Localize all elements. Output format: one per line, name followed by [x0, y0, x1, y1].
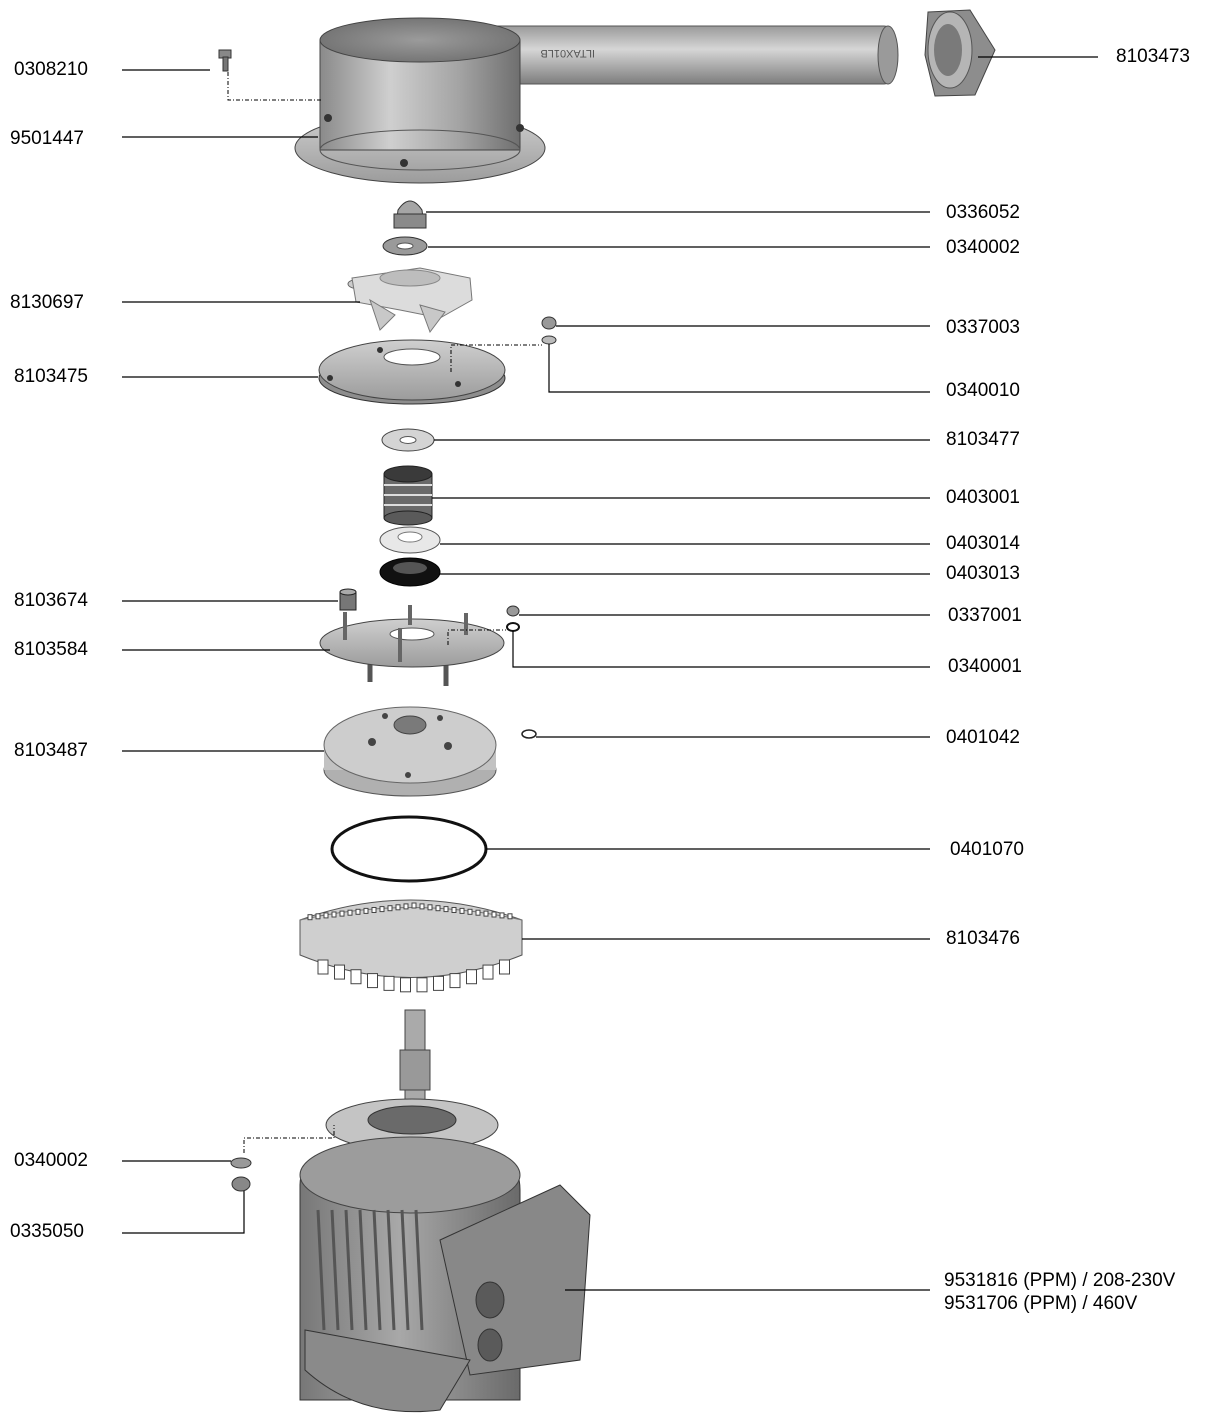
label-9501447: 9501447 [10, 128, 84, 149]
dashed-guides [227, 72, 542, 1153]
label-8103487: 8103487 [14, 740, 88, 761]
label-0335050: 0335050 [10, 1221, 84, 1242]
label-0340002-bottom: 0340002 [14, 1150, 88, 1171]
label-8103477: 8103477 [946, 429, 1020, 450]
pipe-marking-text: ILTAX01LB [540, 47, 595, 59]
washer-0340002-bottom [230, 1157, 252, 1169]
label-0337003: 0337003 [946, 317, 1020, 338]
bracket-plate-8103584 [319, 605, 505, 686]
label-0403001: 0403001 [946, 487, 1020, 508]
label-0403013: 0403013 [946, 563, 1020, 584]
nut-0335050 [231, 1176, 251, 1192]
acorn-nut-0336052 [393, 200, 427, 229]
label-8103473: 8103473 [1116, 46, 1190, 67]
label-0340001: 0340001 [948, 656, 1022, 677]
leader-lines [122, 56, 1098, 1291]
o-ring-0401042 [521, 729, 537, 739]
label-8103476: 8103476 [946, 928, 1020, 949]
label-0401042: 0401042 [946, 727, 1020, 748]
spacer-8103674 [339, 588, 357, 611]
ceramic-seat-0403014 [379, 526, 441, 554]
washer-0340010 [541, 335, 557, 345]
housing-9501447 [294, 17, 899, 184]
label-0401070: 0401070 [950, 839, 1024, 860]
label-8103475: 8103475 [14, 366, 88, 387]
o-ring-0401070 [330, 815, 488, 883]
ring-8103477 [381, 428, 435, 452]
label-motor-460v: 9531706 (PPM) / 460V [944, 1293, 1138, 1314]
band-8103476 [299, 899, 523, 993]
rubber-cup-0403013 [379, 557, 441, 587]
label-8130697: 8130697 [10, 292, 84, 313]
label-motor-208-230v: 9531816 (PPM) / 208-230V [944, 1270, 1176, 1291]
label-0403014: 0403014 [946, 533, 1020, 554]
end-cap-8103473 [924, 9, 996, 97]
nut-0337003 [541, 316, 557, 330]
nut-0337001 [506, 605, 520, 617]
label-0340010: 0340010 [946, 380, 1020, 401]
label-0340002-top: 0340002 [946, 237, 1020, 258]
mechanical-seal-0403001 [383, 465, 433, 526]
washer-0340002-top [382, 236, 428, 256]
label-0308210: 0308210 [14, 59, 88, 80]
motor-9531816 [299, 1009, 591, 1413]
washer-0340001 [506, 622, 520, 632]
impeller-8130697 [347, 267, 473, 334]
label-8103674: 8103674 [14, 590, 88, 611]
label-0336052: 0336052 [946, 202, 1020, 223]
seal-housing-8103487 [323, 706, 497, 797]
screw-0308210 [218, 49, 232, 72]
plate-8103475 [318, 339, 506, 405]
label-0337001: 0337001 [948, 605, 1022, 626]
label-8103584: 8103584 [14, 639, 88, 660]
